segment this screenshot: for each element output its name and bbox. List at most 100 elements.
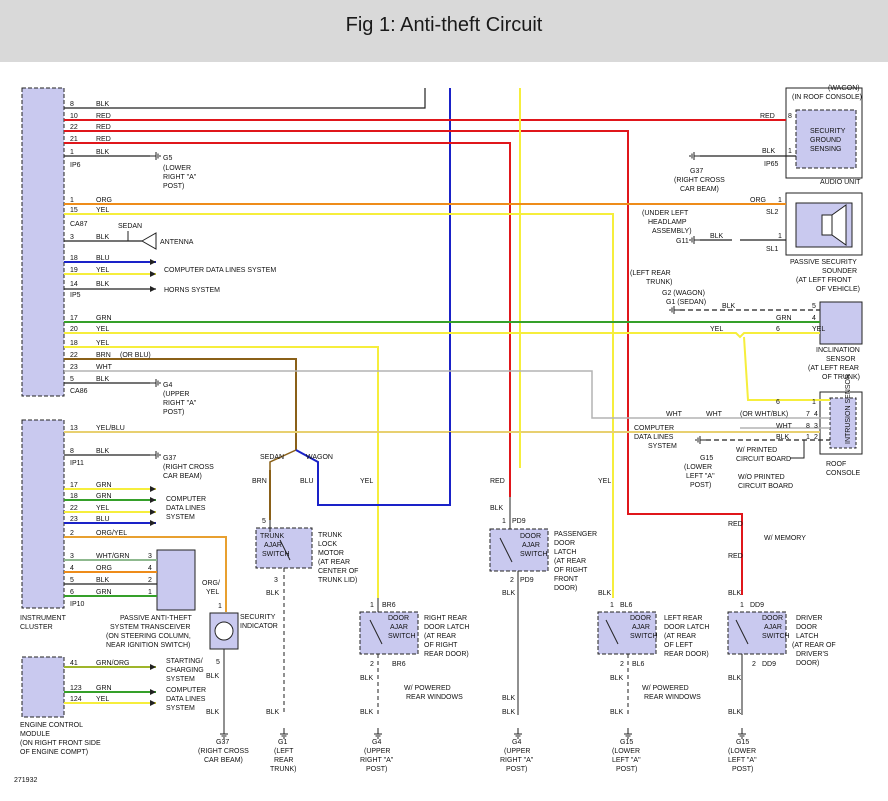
diagram-label: (LEFT REAR	[630, 270, 671, 277]
diagram-label: 7	[806, 411, 810, 418]
diagram-label: SOUNDER	[822, 268, 857, 275]
diagram-label: RED	[490, 478, 505, 485]
diagram-label: CAR BEAM)	[204, 757, 243, 764]
diagram-label: IP65	[764, 161, 779, 168]
diagram-label: REAR DOOR)	[424, 651, 469, 658]
diagram-label: DATA LINES	[166, 696, 206, 703]
diagram-label: BLK	[360, 709, 374, 716]
diagram-label: 2	[70, 530, 74, 537]
diagram-label: BLU	[96, 516, 110, 523]
diagram-label: CA87	[70, 221, 88, 228]
diagram-label: (AT REAR	[554, 558, 586, 565]
diagram-label: DOOR)	[554, 585, 577, 592]
diagram-label: (LOWER	[684, 464, 712, 471]
diagram-label: DOOR	[554, 540, 575, 547]
diagram-label: G15	[736, 739, 749, 746]
diagram-label: COMPUTER	[166, 687, 206, 694]
diagram-label: 5	[70, 577, 74, 584]
diagram-label: RED	[96, 124, 111, 131]
diagram-label: MODULE	[20, 731, 50, 738]
diagram-label: 3	[814, 423, 818, 430]
diagram-label: 15	[70, 207, 78, 214]
diagram-label: BLK	[762, 148, 776, 155]
diagram-label: YEL	[96, 267, 109, 274]
diagram-label: BRN	[252, 478, 267, 485]
diagram-label: GRN	[776, 315, 792, 322]
diagram-label: WHT	[666, 411, 683, 418]
diagram-label: BL6	[632, 661, 645, 668]
diagram-label: REAR DOOR)	[664, 651, 709, 658]
diagram-label: CIRCUIT BOARD	[738, 483, 793, 490]
diagram-label: TRUNK)	[646, 279, 672, 286]
diagram-label: 5	[262, 518, 266, 525]
antenna-icon	[140, 232, 157, 250]
diagram-label: SENSING	[810, 146, 842, 153]
diagram-label: ANTENNA	[160, 239, 194, 246]
diagram-label: AJAR	[522, 542, 540, 549]
diagram-label: SYSTEM	[648, 443, 677, 450]
diagram-label: SWITCH	[762, 633, 790, 640]
diagram-label: SEDAN	[118, 223, 142, 230]
diagram-label: 4	[814, 411, 818, 418]
diagram-label: CAR BEAM)	[163, 473, 202, 480]
engine-control-module	[21, 656, 65, 718]
diagram-label: GRN	[96, 482, 112, 489]
diagram-label: GRN	[96, 315, 112, 322]
diagram-label: 1	[502, 518, 506, 525]
diagram-label: TRUNK	[318, 532, 342, 539]
diagram-label: 23	[70, 364, 78, 371]
diagram-label: SYSTEM	[166, 676, 195, 683]
diagram-label: 8	[788, 113, 792, 120]
diagram-label: LEFT "A"	[686, 473, 715, 480]
diagram-label: 5	[216, 659, 220, 666]
diagram-label: COMPUTER	[634, 425, 674, 432]
diagram-label: W/ POWERED	[404, 685, 451, 692]
diagram-label: 3	[70, 553, 74, 560]
diagram-label: (ON RIGHT FRONT SIDE	[20, 740, 101, 747]
diagram-label: (LOWER	[728, 748, 756, 755]
diagram-label: BLK	[266, 709, 280, 716]
diagram-label: ORG	[96, 197, 112, 204]
diagram-label: FRONT	[554, 576, 579, 583]
diagram-label: (AT LEFT REAR	[808, 365, 859, 372]
diagram-label: ASSEMBLY)	[652, 228, 692, 235]
diagram-label: 3	[274, 577, 278, 584]
diagram-label: 6	[776, 399, 780, 406]
diagram-label: 1	[788, 148, 792, 155]
instrument-cluster-module	[21, 87, 65, 609]
diagram-label: RIGHT REAR	[424, 615, 467, 622]
diagram-label: BLK	[502, 709, 516, 716]
diagram-label: RIGHT "A"	[360, 757, 394, 764]
diagram-label: 3	[70, 234, 74, 241]
diagram-label: TRUNK	[260, 533, 284, 540]
diagram-label: (UPPER	[163, 391, 189, 398]
diagram-label: PD9	[520, 577, 534, 584]
diagram-label: 6	[70, 589, 74, 596]
diagram-label: BLK	[96, 101, 110, 108]
diagram-label: BR6	[392, 661, 406, 668]
wire-brn-pin22	[64, 358, 297, 450]
diagram-label: GRN/ORG	[96, 660, 129, 667]
diagram-label: 41	[70, 660, 78, 667]
diagram-label: ORG/	[202, 580, 220, 587]
diagram-label: BLU	[96, 255, 110, 262]
diagram-label: PASSENGER	[554, 531, 597, 538]
wire-yel-intrusion	[743, 336, 830, 401]
diagram-label: HEADLAMP	[648, 219, 687, 226]
diagram-label: WAGON	[306, 454, 333, 461]
diagram-label: 8	[70, 101, 74, 108]
diagram-label: SECURITY	[240, 614, 276, 621]
diagram-label: BLK	[722, 303, 736, 310]
diagram-label: (WAGON)	[828, 85, 860, 92]
diagram-label: PASSIVE ANTI-THEFT	[120, 615, 193, 622]
diagram-label: BLK	[96, 448, 110, 455]
diagram-label: DATA LINES	[166, 505, 206, 512]
diagram-label: 2	[370, 661, 374, 668]
diagram-label: 5	[70, 376, 74, 383]
diagram-label: 23	[70, 516, 78, 523]
diagram-label: IP11	[70, 460, 84, 467]
diagram-label: CA86	[70, 388, 88, 395]
lr-door-ajar-switch	[597, 611, 657, 655]
diagram-label: REAR WINDOWS	[406, 694, 463, 701]
diagram-label: RIGHT "A"	[500, 757, 534, 764]
